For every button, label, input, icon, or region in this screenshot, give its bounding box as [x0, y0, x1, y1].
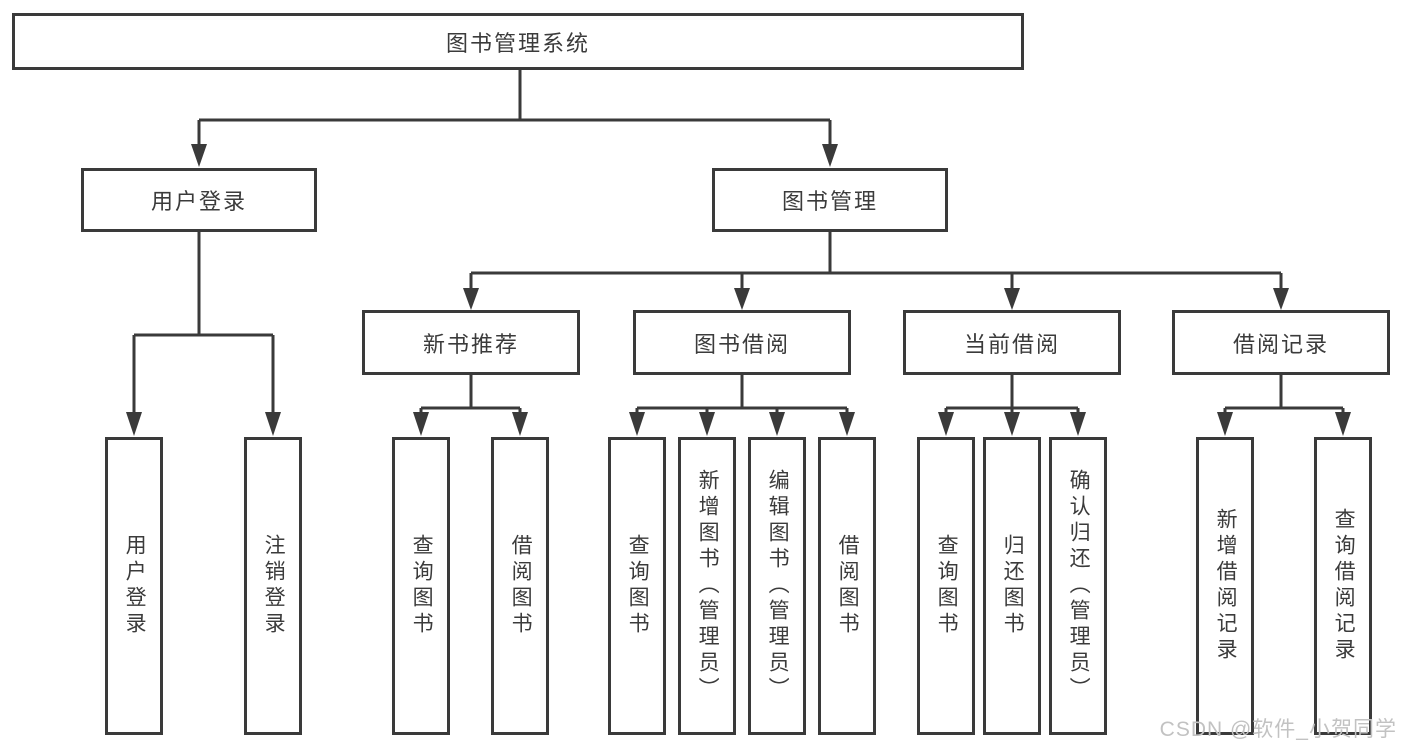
leaf-query-books-recommend: 查询图书: [392, 437, 450, 735]
node-label: 用户登录: [150, 189, 247, 214]
node-label: 当前借阅: [963, 331, 1060, 357]
leaf-return-books: 归还图书: [983, 437, 1041, 735]
arrow-down-icon: [191, 144, 207, 167]
node-new-book-recommend: 新书推荐: [362, 310, 580, 375]
node-label: 查询图书: [626, 534, 650, 638]
node-label: 图书管理系统: [445, 30, 590, 56]
node-label: 图书管理: [781, 189, 878, 214]
node-current-borrowing: 当前借阅: [903, 310, 1121, 375]
node-label: 查询借阅记录: [1332, 508, 1356, 664]
node-label: 借阅图书: [509, 534, 533, 638]
node-label: 查询图书: [935, 534, 959, 638]
arrow-down-icon: [512, 412, 528, 436]
connector-root-to-level2: [191, 70, 838, 167]
node-label: 归还图书: [1001, 534, 1025, 638]
connector-book-management-children: [463, 232, 1289, 310]
arrow-down-icon: [1070, 412, 1086, 436]
arrow-down-icon: [839, 412, 855, 436]
leaf-add-books-admin: 新增图书（管理员）: [678, 437, 736, 735]
arrow-down-icon: [1335, 412, 1351, 436]
node-user-login: 用户登录: [81, 168, 317, 232]
node-label: 用户登录: [123, 534, 147, 638]
arrow-down-icon: [1004, 412, 1020, 436]
node-book-management: 图书管理: [712, 168, 948, 232]
arrow-down-icon: [769, 412, 785, 436]
node-label: 查询图书: [410, 534, 434, 638]
leaf-query-books-current: 查询图书: [917, 437, 975, 735]
node-label: 注销登录: [262, 534, 286, 638]
arrow-down-icon: [265, 412, 281, 436]
node-label: 确认归还（管理员）: [1067, 469, 1091, 703]
arrow-down-icon: [1004, 288, 1020, 310]
connector-book-borrowing-children: [629, 375, 855, 436]
arrow-down-icon: [1217, 412, 1233, 436]
arrow-down-icon: [938, 412, 954, 436]
node-library-management-system: 图书管理系统: [12, 13, 1024, 70]
leaf-logout: 注销登录: [244, 437, 302, 735]
arrow-down-icon: [1273, 288, 1289, 310]
leaf-confirm-return-admin: 确认归还（管理员）: [1049, 437, 1107, 735]
leaf-borrow-books: 借阅图书: [818, 437, 876, 735]
connector-borrowing-records-children: [1217, 375, 1351, 436]
node-label: 借阅图书: [836, 534, 860, 638]
node-label: 图书借阅: [693, 331, 790, 357]
arrow-down-icon: [413, 412, 429, 436]
connector-current-borrowing-children: [938, 375, 1086, 436]
leaf-user-login: 用户登录: [105, 437, 163, 735]
node-label: 新增借阅记录: [1214, 508, 1238, 664]
arrow-down-icon: [629, 412, 645, 436]
leaf-borrow-books-recommend: 借阅图书: [491, 437, 549, 735]
arrow-down-icon: [463, 288, 479, 310]
connector-user-login-children: [126, 232, 281, 436]
node-label: 借阅记录: [1232, 331, 1329, 357]
watermark: CSDN @软件_小贺同学: [1159, 718, 1397, 741]
node-label: 编辑图书（管理员）: [766, 469, 790, 703]
arrow-down-icon: [699, 412, 715, 436]
arrow-down-icon: [126, 412, 142, 436]
arrow-down-icon: [734, 288, 750, 310]
arrow-down-icon: [822, 144, 838, 167]
node-book-borrowing: 图书借阅: [633, 310, 851, 375]
leaf-edit-books-admin: 编辑图书（管理员）: [748, 437, 806, 735]
leaf-query-borrow-record: 查询借阅记录: [1314, 437, 1372, 735]
node-borrowing-records: 借阅记录: [1172, 310, 1390, 375]
connector-new-book-recommend-children: [413, 375, 528, 436]
node-label: 新增图书（管理员）: [696, 469, 720, 703]
node-label: 新书推荐: [422, 331, 519, 357]
leaf-add-borrow-record: 新增借阅记录: [1196, 437, 1254, 735]
leaf-query-books-borrow: 查询图书: [608, 437, 666, 735]
